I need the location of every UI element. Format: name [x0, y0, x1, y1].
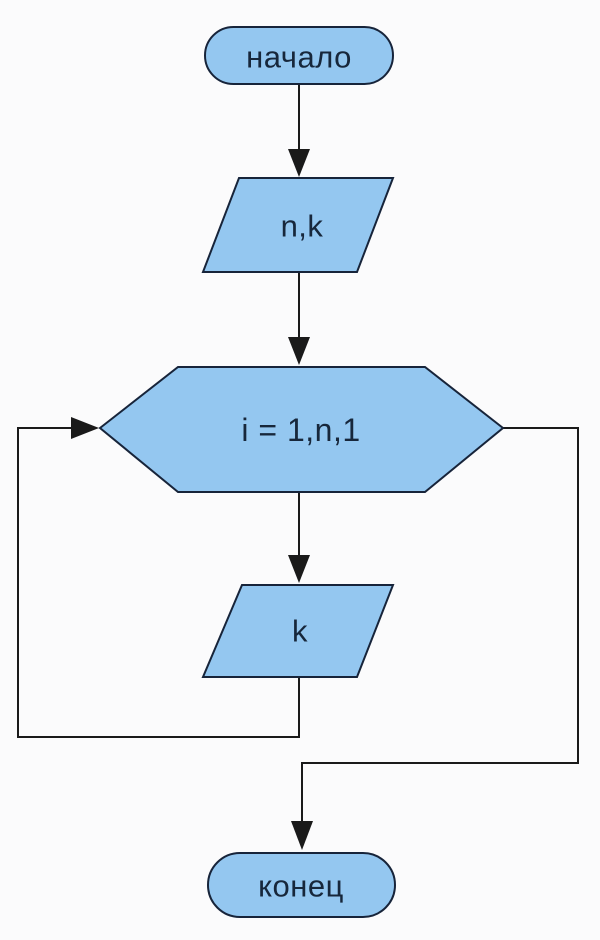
node-label-loop: i = 1,n,1 — [241, 412, 361, 448]
node-loop-hexagon — [98, 366, 505, 493]
edge-output-loop-back — [17, 427, 300, 738]
arrow-head-icon — [288, 337, 310, 365]
arrow-head-icon — [71, 417, 99, 439]
edge-loop-end — [301, 427, 579, 822]
node-start-terminator — [204, 26, 394, 85]
node-label-end: конец — [258, 868, 344, 904]
node-label-output: k — [292, 613, 308, 649]
node-label-input: n,k — [280, 208, 324, 244]
node-label-start: начало — [246, 39, 352, 75]
node-output-parallelogram — [201, 584, 395, 678]
arrow-head-icon — [288, 555, 310, 583]
node-input-parallelogram — [201, 177, 395, 273]
node-end-terminator — [207, 852, 396, 918]
arrow-head-icon — [291, 821, 313, 850]
arrow-head-icon — [288, 149, 310, 177]
